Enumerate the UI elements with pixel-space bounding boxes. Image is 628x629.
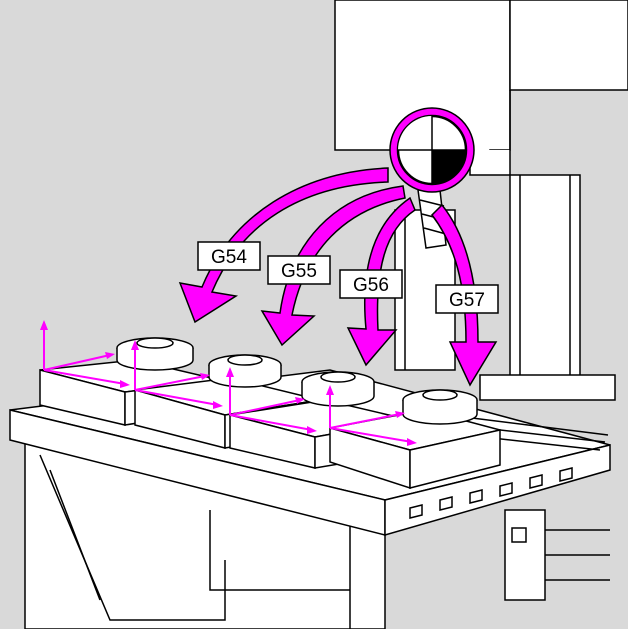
offset-label-g57-text: G57 [449, 290, 485, 311]
arrow-g54 [178, 167, 389, 324]
offset-label-g57: G57 [435, 284, 499, 314]
arrow-g56 [346, 196, 416, 367]
offset-label-g54: G54 [197, 241, 261, 271]
offset-label-g55-text: G55 [281, 261, 317, 282]
offset-label-g55: G55 [267, 255, 331, 285]
arrow-g55 [260, 185, 406, 347]
offset-label-g56: G56 [339, 269, 403, 299]
offset-label-g56-text: G56 [353, 275, 389, 296]
spindle-reference-symbol-icon [389, 107, 475, 193]
offset-label-g54-text: G54 [211, 247, 247, 268]
coordinate-axes-icon [40, 320, 417, 446]
